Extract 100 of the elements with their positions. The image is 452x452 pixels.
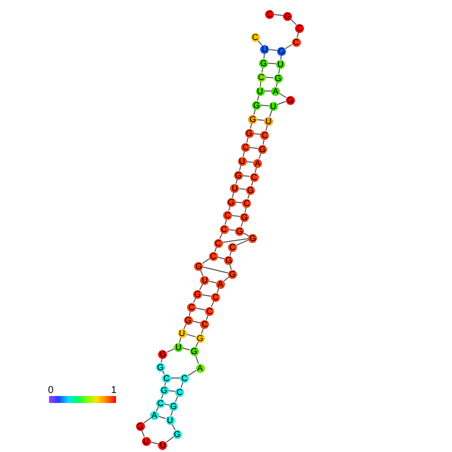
backbone-line [195,354,199,364]
nucleotide-circle: U [178,328,186,338]
backbone-line [276,101,286,105]
backbone-line [200,270,204,276]
backbone-line [242,175,250,177]
backbone-line [258,152,262,160]
nucleotide-circle: U [166,416,174,424]
nucleotide-circle: G [248,234,258,242]
backbone-line [222,238,249,243]
nucleotide-circle: G [252,100,261,110]
nucleotide-circle: A [216,280,225,288]
nucleotide-circle: U [256,86,264,96]
nucleotide-circle: C [260,130,270,140]
backbone-line [232,215,240,217]
nucleotide-circle: C [250,172,258,182]
nucleotide-circle: C [156,398,165,408]
nucleotide-circle: C [208,252,218,260]
nucleotide-circle: C [228,242,237,252]
nucleotide-circle: C [162,374,171,382]
nucleotide-circle: C [187,302,196,312]
nucleotide-circle: A [150,410,159,420]
nucleotide-circle: C [265,10,274,18]
backbone-line [246,161,254,163]
nucleotide-circle: G [172,430,182,438]
nucleotide-circle: G [244,128,254,138]
nucleotide-circle: G [248,114,258,124]
backbone-line [158,416,166,420]
nucleotide-circle: G [234,170,243,180]
nucleotide-circle: U [142,436,150,446]
backbone-line [223,276,230,282]
backbone-line [278,92,287,98]
nucleotide-circle: G [184,316,192,324]
nucleotide-circle: C [292,38,300,46]
nucleotide-circle: U [158,440,168,450]
nucleotide-circle: C [220,224,228,234]
nucleotide-circle: G [240,212,249,222]
backbone-line [238,188,246,190]
nucleotide-circle: C [242,198,252,208]
backbone-line [166,348,175,353]
nucleotide-circle: G [258,144,267,154]
backbone-line [192,298,196,304]
nucleotide-circle: U [268,102,278,110]
nucleotide-circle: C [223,210,232,220]
backbone-line [195,342,199,348]
nucleotide-circle: G [156,362,165,372]
backbone-line [143,417,152,424]
nucleotide-circle: A [196,364,204,372]
backbone-line [239,164,242,172]
nucleotide-circle: C [205,306,214,316]
backbone-line [183,324,187,330]
nucleotide-circle: A [271,86,280,96]
nucleotide-circle: C [250,32,260,42]
nucleotide-circle: U [260,44,270,54]
nucleotide-circle: G [194,262,204,270]
nucleotide-circle: G [286,96,294,104]
backbone-line [264,90,272,92]
backbone-line [156,406,159,412]
nucleotide-circle: U [276,60,285,68]
nucleotide-circle: G [158,350,168,358]
backbone-line [168,390,176,392]
backbone-line [179,336,182,344]
nucleotide-circle: G [274,74,282,82]
scale-label: 1 [111,386,117,396]
nucleotide-circle: G [169,402,178,410]
nucleotide-circle: G [226,198,236,206]
backbone-line [260,104,270,106]
nucleotide-circle: U [174,342,183,352]
nucleotide-circle: C [256,72,266,82]
backbone-line [166,436,174,443]
backbone-line [182,348,190,350]
nucleotide-circle: U [238,156,246,166]
backbone-line [269,110,272,118]
backbone-line [250,147,258,149]
nucleotide-circle: C [211,292,220,302]
backbone-line [172,424,176,430]
nucleotide-circle: C [214,238,222,248]
nucleotide-circle: C [295,24,304,32]
nucleotide-circle: U [200,276,210,284]
backbone-line [243,232,250,236]
nucleotide-circle: G [246,186,255,194]
scale-label: 0 [48,386,54,396]
backbone-line [257,94,260,102]
backbone-line [274,14,284,16]
backbone-line [256,119,264,121]
nucleotide-circle: G [228,270,237,278]
nucleotide-circle: C [175,388,184,396]
backbone-line [180,382,184,388]
nucleotide-circle: G [136,422,144,430]
backbone-line [188,370,197,376]
nucleotide-circle: G [224,256,234,264]
backbone-line [260,80,262,88]
backbone-line [219,232,223,240]
nucleotide-circle: C [180,374,189,382]
backbone-line [265,76,274,78]
nucleotide-circle: G [160,386,168,394]
nucleotide-circle: U [230,184,240,192]
backbone-line [186,334,196,338]
nucleotide-circle: G [190,346,198,356]
backbone-line [196,307,206,311]
backbone-line [202,294,212,297]
